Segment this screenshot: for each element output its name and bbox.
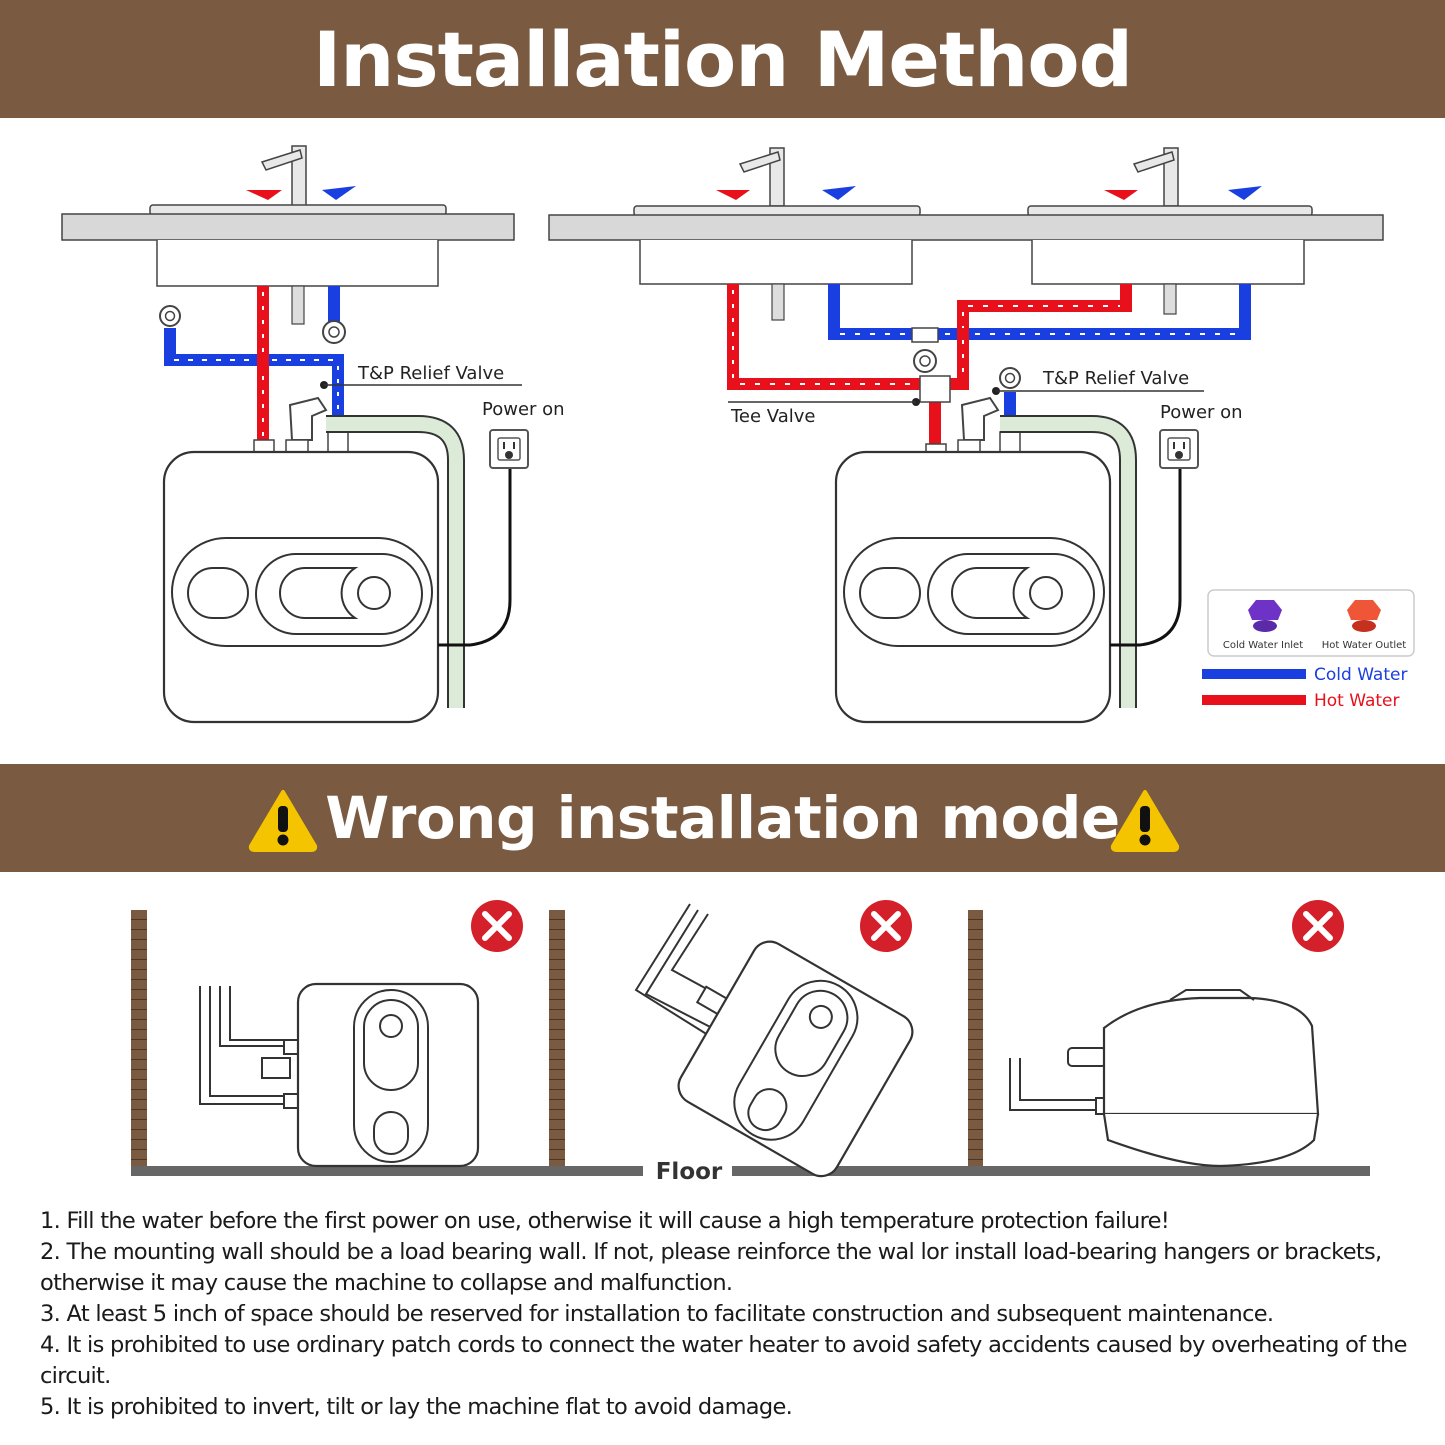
wrong-mode-flat [1009,989,1320,1168]
floor-label: Floor [656,1159,723,1185]
brick-wall [549,910,565,1166]
faucet-icon [246,145,356,207]
left-power-label: Power on [482,399,565,420]
water-heater [162,450,440,724]
hot-water-outlet-icon [1347,600,1381,632]
cold-water-pipe [159,286,346,420]
right-installation: Tee Valve T&P Relief Valve Power on [548,147,1384,724]
installation-diagram: T&P Relief Valve Power on [61,145,1415,1185]
note-item: 2. The mounting wall should be a load be… [40,1239,1382,1296]
power-cord [438,462,512,647]
brick-wall [131,910,147,1166]
cold-water-swatch [1202,669,1306,679]
cold-water-inlet-icon [1248,600,1282,632]
installation-notes: 1. Fill the water before the first power… [40,1206,1410,1423]
tee-valve [919,375,951,455]
floor [131,1166,643,1176]
wrong-mode-tilted [634,903,914,1178]
note-item: 3. At least 5 inch of space should be re… [40,1301,1274,1327]
wrong-installation-header: Wrong installation mode [0,764,1445,872]
installation-method-title: Installation Method [312,14,1133,104]
error-icon [471,900,523,952]
note-item: 5. It is prohibited to invert, tilt or l… [40,1394,793,1420]
note-item: 4. It is prohibited to use ordinary patc… [40,1332,1407,1389]
tee-valve-label: Tee Valve [730,406,815,427]
left-installation: T&P Relief Valve Power on [61,145,565,724]
left-relief-valve-label: T&P Relief Valve [357,363,504,384]
power-cord [1110,462,1182,647]
cold-water-legend-label: Cold Water [1314,665,1407,685]
hot-water-swatch [1202,695,1306,705]
power-outlet-icon [489,429,529,469]
wrong-mode-sideways [199,982,480,1168]
power-outlet-icon [1159,429,1199,469]
wrong-installation-title: Wrong installation mode [325,784,1120,852]
cold-inlet-label: Cold Water Inlet [1223,640,1303,651]
double-sink [548,205,1384,321]
brick-wall [968,910,983,1166]
faucet-icon [1104,147,1262,207]
warning-icon [1110,790,1180,852]
right-power-label: Power on [1160,402,1243,423]
warning-icon [248,790,318,852]
right-relief-valve-label: T&P Relief Valve [1042,368,1189,389]
legend: Cold Water Inlet Hot Water Outlet Cold W… [1202,589,1415,711]
cold-water-pipe [828,284,1251,432]
hot-water-legend-label: Hot Water [1314,691,1400,711]
installation-method-header: Installation Method [0,0,1445,118]
error-icon [1292,900,1344,952]
water-heater [834,450,1112,724]
hot-water-pipe [727,284,1132,444]
floor [732,1166,1370,1176]
faucet-icon [716,147,856,207]
note-item: 1. Fill the water before the first power… [40,1208,1170,1234]
sink [61,204,515,325]
hot-outlet-label: Hot Water Outlet [1322,640,1407,651]
error-icon [860,900,912,952]
